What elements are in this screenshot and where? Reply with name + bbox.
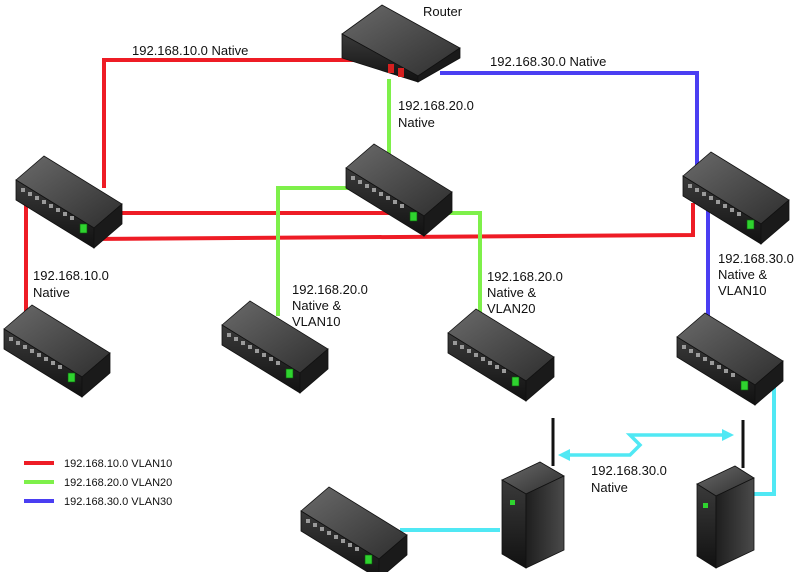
legend-label-vlan10: 192.168.10.0 VLAN10	[64, 458, 172, 470]
label-left-down-link: 192.168.10.0 Native	[33, 268, 113, 300]
label-center-right-down-link: 192.168.20.0 Native & VLAN20	[487, 269, 567, 316]
link-router-to-left-switch	[102, 58, 363, 188]
switch-bottom-right[interactable]	[676, 312, 784, 406]
switch-left[interactable]	[15, 155, 123, 249]
wireless-link	[566, 433, 726, 457]
wireless-arrow-left	[558, 449, 570, 461]
link-center-to-switch-center-left	[276, 186, 359, 316]
switch-bottom[interactable]	[300, 486, 408, 572]
label-right-down-link: 192.168.30.0 Native & VLAN10	[718, 251, 798, 298]
switch-center[interactable]	[345, 143, 453, 237]
label-router-center-link: 192.168.20.0 Native	[398, 98, 478, 130]
label-center-left-down-link: 192.168.20.0 Native & VLAN10	[292, 282, 372, 329]
label-router-left-link: 192.168.10.0 Native	[132, 43, 248, 58]
switch-center-right[interactable]	[447, 308, 555, 402]
link-switch-to-access-point-right	[752, 382, 776, 496]
switch-bottom-left[interactable]	[3, 304, 111, 398]
legend: 192.168.10.0 VLAN10 192.168.20.0 VLAN20 …	[24, 458, 172, 508]
router-label: Router	[423, 4, 463, 19]
access-point-right[interactable]	[696, 420, 755, 569]
label-wireless-link: 192.168.30.0 Native	[591, 463, 671, 495]
link-router-to-right-switch	[440, 71, 699, 178]
label-router-right-link: 192.168.30.0 Native	[490, 54, 606, 69]
legend-label-vlan30: 192.168.30.0 VLAN30	[64, 496, 172, 508]
router[interactable]	[341, 4, 461, 83]
legend-label-vlan20: 192.168.20.0 VLAN20	[64, 477, 172, 489]
switch-right[interactable]	[682, 151, 790, 245]
access-point-left[interactable]	[501, 418, 565, 569]
link-center-to-switch-center-right	[425, 211, 482, 322]
wireless-arrow-right	[722, 429, 734, 441]
